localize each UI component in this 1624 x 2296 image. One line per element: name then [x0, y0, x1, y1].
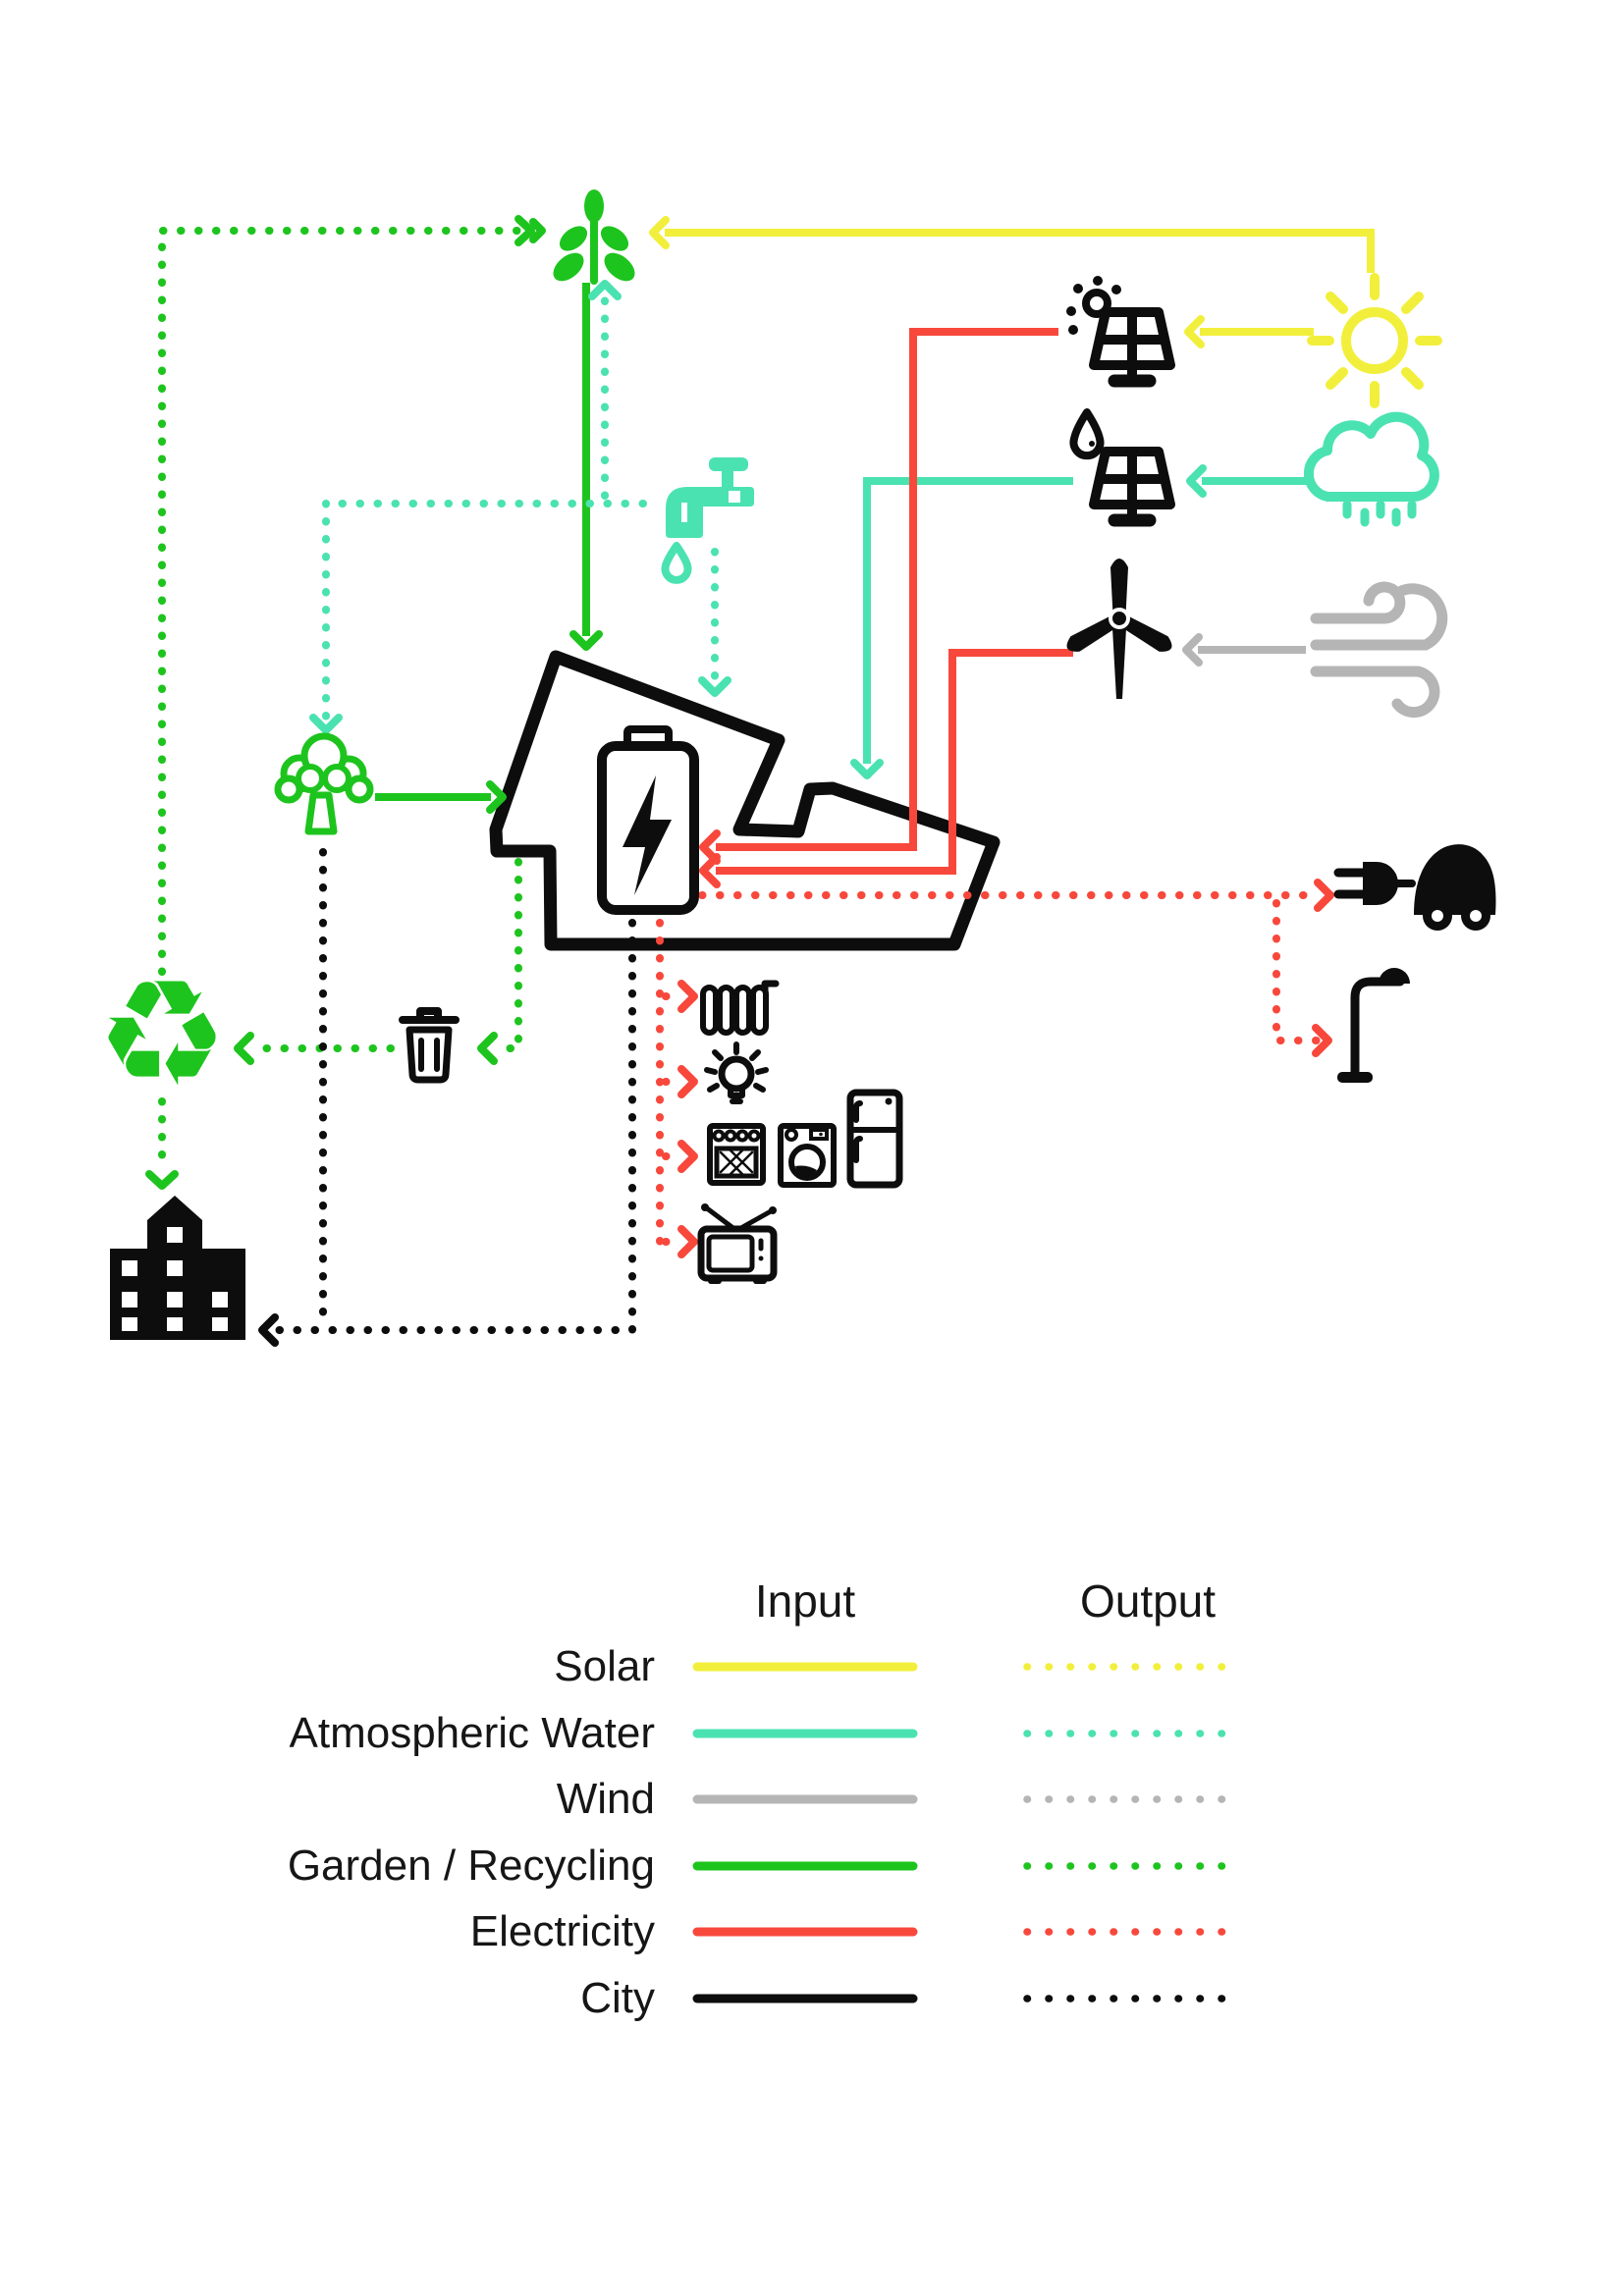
plant-icon: [553, 189, 635, 285]
legend: Input Output Solar Atmospheric Water Win…: [288, 1575, 1247, 2022]
wind-gust-icon: [1310, 581, 1448, 719]
legend-output-header: Output: [1080, 1575, 1216, 1627]
house-outline: [489, 650, 1001, 951]
battery-icon: [597, 725, 699, 915]
flow-elec-branch-to-lamp: [1272, 899, 1332, 1057]
recycling-icon: ♻: [96, 951, 228, 1116]
flow-garden-plant-to-house: [569, 283, 603, 651]
legend-label: Atmospheric Water: [290, 1709, 655, 1757]
solar-panel-rain-icon: [1069, 408, 1175, 527]
fridge-icon: [846, 1089, 903, 1189]
legend-label: Garden / Recycling: [288, 1842, 655, 1890]
flow-city-output: [258, 848, 636, 1347]
rain-cloud-icon: [1303, 411, 1439, 527]
wind-turbine-icon: [1066, 559, 1172, 699]
legend-label: Wind: [557, 1775, 655, 1823]
trash-bin-icon: [399, 1007, 460, 1084]
flow-water-tap-branches: [309, 280, 731, 734]
legend-row-wind: Wind: [557, 1775, 1247, 1823]
house-shape: [489, 650, 1001, 951]
washing-machine-icon: [778, 1123, 837, 1188]
oven-icon: [707, 1123, 766, 1186]
city-buildings-icon: [110, 1196, 245, 1340]
broccoli-icon: [274, 732, 374, 835]
legend-label: City: [580, 1974, 655, 2022]
flow-garden-recycle-to-city: [145, 1097, 179, 1190]
flow-wind-gust-to-turbine: [1182, 633, 1306, 667]
legend-row-electricity: Electricity: [470, 1907, 1247, 1955]
flow-elec-battery-to-car: [698, 879, 1334, 912]
flow-water-cloud-to-panel: [1186, 464, 1314, 498]
flow-garden-output-to-plant: [158, 215, 546, 976]
electric-car-plug-icon: [1333, 844, 1496, 931]
flow-elec-appliances: [656, 919, 698, 1258]
legend-row-garden-recycling: Garden / Recycling: [288, 1842, 1247, 1890]
flow-water-panel-to-house: [850, 477, 1073, 779]
street-lamp-icon: [1337, 968, 1410, 1083]
sun-icon: [1307, 273, 1442, 408]
water-tap-icon: [661, 457, 754, 584]
tv-icon: [697, 1203, 778, 1284]
radiator-icon: [700, 980, 780, 1036]
legend-label: Solar: [554, 1642, 655, 1690]
flow-solar-sun-to-panel: [1184, 315, 1314, 348]
light-bulb-icon: [704, 1041, 769, 1104]
legend-input-header: Input: [755, 1575, 856, 1627]
legend-row-city: City: [580, 1974, 1247, 2022]
flow-garden-bin-to-recycle: [234, 1032, 395, 1065]
legend-row-atmospheric-water: Atmospheric Water: [290, 1709, 1247, 1757]
solar-panel-sun-icon: [1066, 276, 1175, 388]
flow-solar-sun-to-plant: [649, 216, 1375, 273]
flow-elec-turbine-to-battery: [699, 649, 1073, 888]
flow-garden-broccoli-to-house: [375, 780, 507, 814]
legend-row-solar: Solar: [554, 1642, 1247, 1690]
flow-garden-house-to-bin: [477, 858, 522, 1065]
legend-label: Electricity: [470, 1907, 655, 1955]
flow-lines: [145, 215, 1375, 1347]
